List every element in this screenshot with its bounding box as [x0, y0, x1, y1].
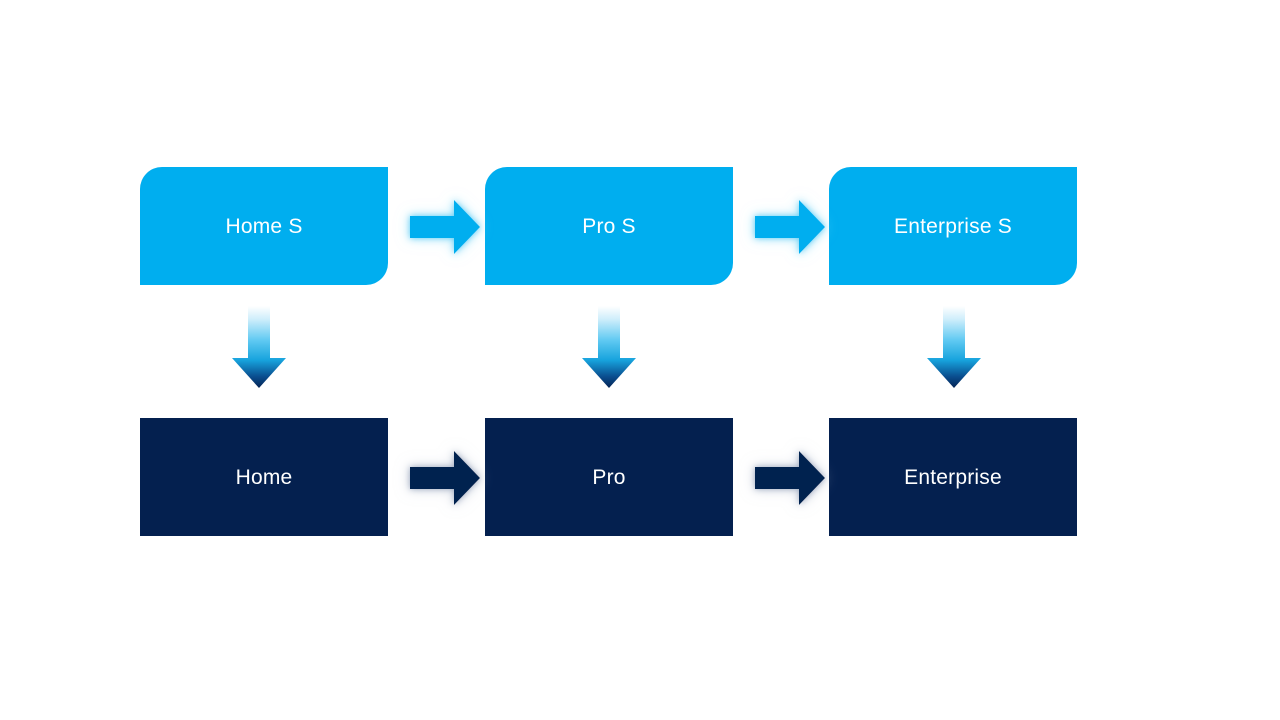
arrow-home-s-to-pro-s-icon — [408, 196, 482, 258]
node-enterprise-label: Enterprise — [904, 465, 1002, 489]
node-pro-label: Pro — [592, 465, 626, 489]
arrow-home-to-pro-icon — [408, 447, 482, 509]
node-home-label: Home — [235, 465, 293, 489]
arrow-home-s-to-home-icon — [230, 306, 288, 390]
node-home[interactable]: Home — [140, 418, 388, 536]
node-enterprise-s[interactable]: Enterprise S — [829, 167, 1077, 285]
arrow-pro-s-to-pro-icon — [580, 306, 638, 390]
arrow-pro-s-to-enterprise-s-icon — [753, 196, 827, 258]
node-enterprise-s-label: Enterprise S — [894, 214, 1012, 238]
node-pro[interactable]: Pro — [485, 418, 733, 536]
node-enterprise[interactable]: Enterprise — [829, 418, 1077, 536]
node-pro-s[interactable]: Pro S — [485, 167, 733, 285]
node-home-s[interactable]: Home S — [140, 167, 388, 285]
arrow-enterprise-s-to-enterprise-icon — [925, 306, 983, 390]
arrow-pro-to-enterprise-icon — [753, 447, 827, 509]
node-pro-s-label: Pro S — [582, 214, 636, 238]
node-home-s-label: Home S — [225, 214, 303, 238]
